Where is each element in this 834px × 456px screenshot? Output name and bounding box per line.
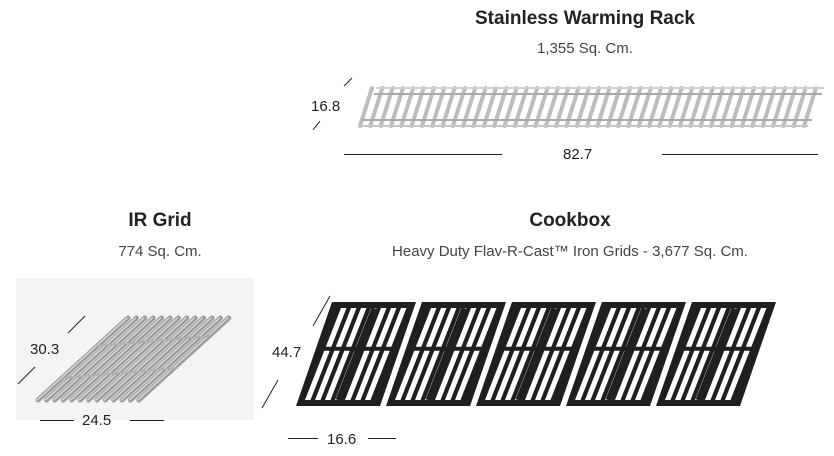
warming-rack-depth-label: 16.8 xyxy=(311,98,341,115)
cookbox-grid-piece xyxy=(476,302,596,406)
ir-grid-title: IR Grid xyxy=(128,210,192,231)
cookbox-grid-piece xyxy=(566,302,686,406)
cookbox-grid-piece xyxy=(296,302,416,406)
warming-rack-width-line-left xyxy=(344,154,502,155)
ir-grid-area: 774 Sq. Cm. xyxy=(118,243,202,260)
warming-rack-title: Stainless Warming Rack xyxy=(475,8,695,29)
warming-rack-width-label: 82.7 xyxy=(563,146,593,163)
warming-rack-depth-marker xyxy=(312,77,353,131)
cookbox-grid-piece xyxy=(656,302,776,406)
ir-grid-width-line-left xyxy=(40,420,74,421)
cookbox-width-line-right xyxy=(368,438,396,439)
ir-grid-depth-label: 30.3 xyxy=(30,341,60,358)
ir-grid-width-label: 24.5 xyxy=(82,412,112,429)
cookbox-width-label: 16.6 xyxy=(327,431,357,448)
warming-rack-width-line-right xyxy=(662,154,818,155)
cookbox-description: Heavy Duty Flav-R-Cast™ Iron Grids - 3,6… xyxy=(392,243,748,260)
cookbox-grid-piece xyxy=(386,302,506,406)
cookbox-title: Cookbox xyxy=(529,210,611,231)
cookbox-width-line-left xyxy=(288,438,318,439)
ir-grid-width-line-right xyxy=(130,420,164,421)
warming-rack-area: 1,355 Sq. Cm. xyxy=(537,40,633,57)
warming-rack-image xyxy=(358,86,824,128)
cookbox-depth-label: 44.7 xyxy=(272,344,302,361)
